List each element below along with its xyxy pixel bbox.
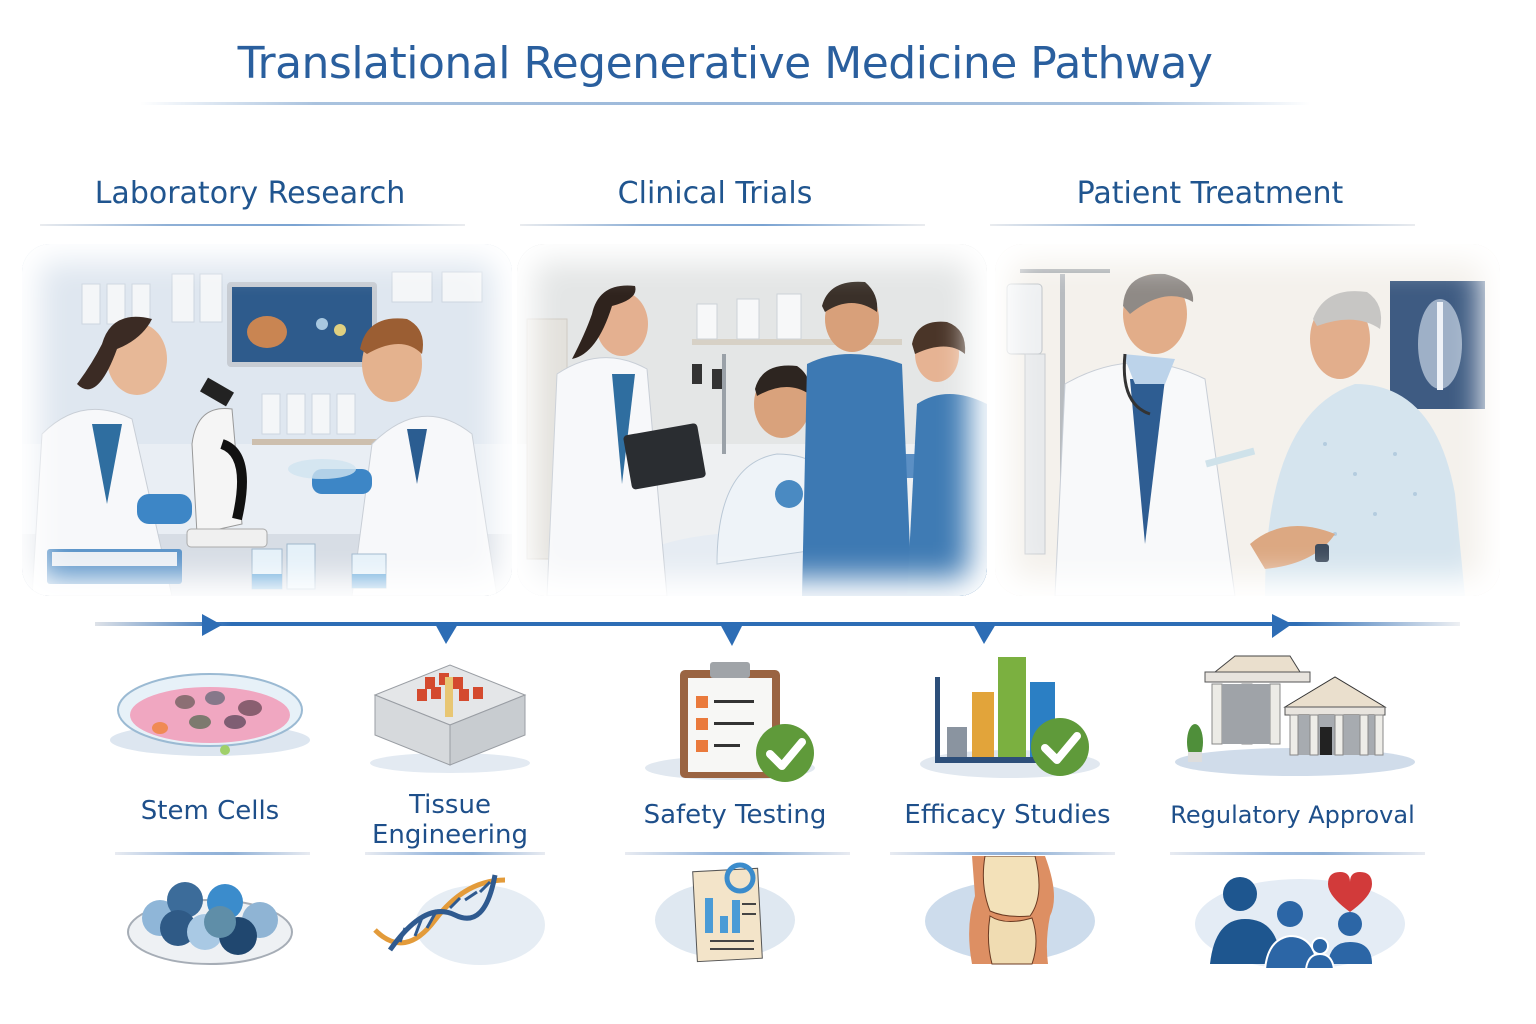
- timeline-arrow-right-icon: [202, 614, 222, 636]
- timeline-arrow-down-icon: [434, 622, 458, 644]
- step-divider: [115, 852, 310, 855]
- page-title: Translational Regenerative Medicine Path…: [237, 38, 1213, 89]
- step-divider: [1170, 852, 1425, 855]
- laboratory-research-illustration: [22, 244, 512, 596]
- dna-helix-icon: [373, 874, 545, 965]
- phase-title-laboratory: Laboratory Research: [94, 176, 406, 211]
- timeline-arrow-down-icon: [720, 622, 744, 646]
- government-building-icon: [1175, 655, 1415, 776]
- phase-title-clinical: Clinical Trials: [617, 176, 813, 211]
- phase-divider: [40, 224, 465, 226]
- step-label-line: Engineering: [372, 820, 528, 850]
- family-heart-icon: [1195, 872, 1405, 970]
- step-divider: [890, 852, 1115, 855]
- efficacy-bar-chart-check-icon: [920, 657, 1100, 778]
- pathway-timeline: [95, 622, 1460, 626]
- timeline-arrow-right-icon: [1272, 614, 1292, 638]
- step-label-efficacy-studies: Efficacy Studies: [904, 800, 1111, 830]
- report-chart-icon: [655, 862, 795, 963]
- step-label-tissue-engineering: Tissue Engineering: [345, 790, 555, 850]
- step-label-stem-cells: Stem Cells: [140, 796, 280, 826]
- cell-cluster-icon: [127, 882, 293, 965]
- step-divider: [365, 852, 545, 855]
- phase-divider: [520, 224, 925, 226]
- knee-joint-icon: [925, 856, 1095, 965]
- tissue-scaffold-icon: [370, 664, 530, 773]
- phase-divider: [990, 224, 1415, 226]
- step-label-regulatory-approval: Regulatory Approval: [1170, 801, 1415, 829]
- title-divider: [140, 102, 1310, 105]
- patient-treatment-illustration: [995, 244, 1500, 596]
- step-divider: [625, 852, 850, 855]
- clipboard-check-icon: [645, 662, 815, 782]
- step-label-line: Tissue: [409, 790, 491, 820]
- clinical-trials-illustration: [517, 244, 987, 596]
- petri-dish-icon: [110, 673, 310, 756]
- timeline-arrow-down-icon: [972, 622, 996, 644]
- phase-title-treatment: Patient Treatment: [1076, 176, 1344, 211]
- step-label-safety-testing: Safety Testing: [643, 800, 827, 830]
